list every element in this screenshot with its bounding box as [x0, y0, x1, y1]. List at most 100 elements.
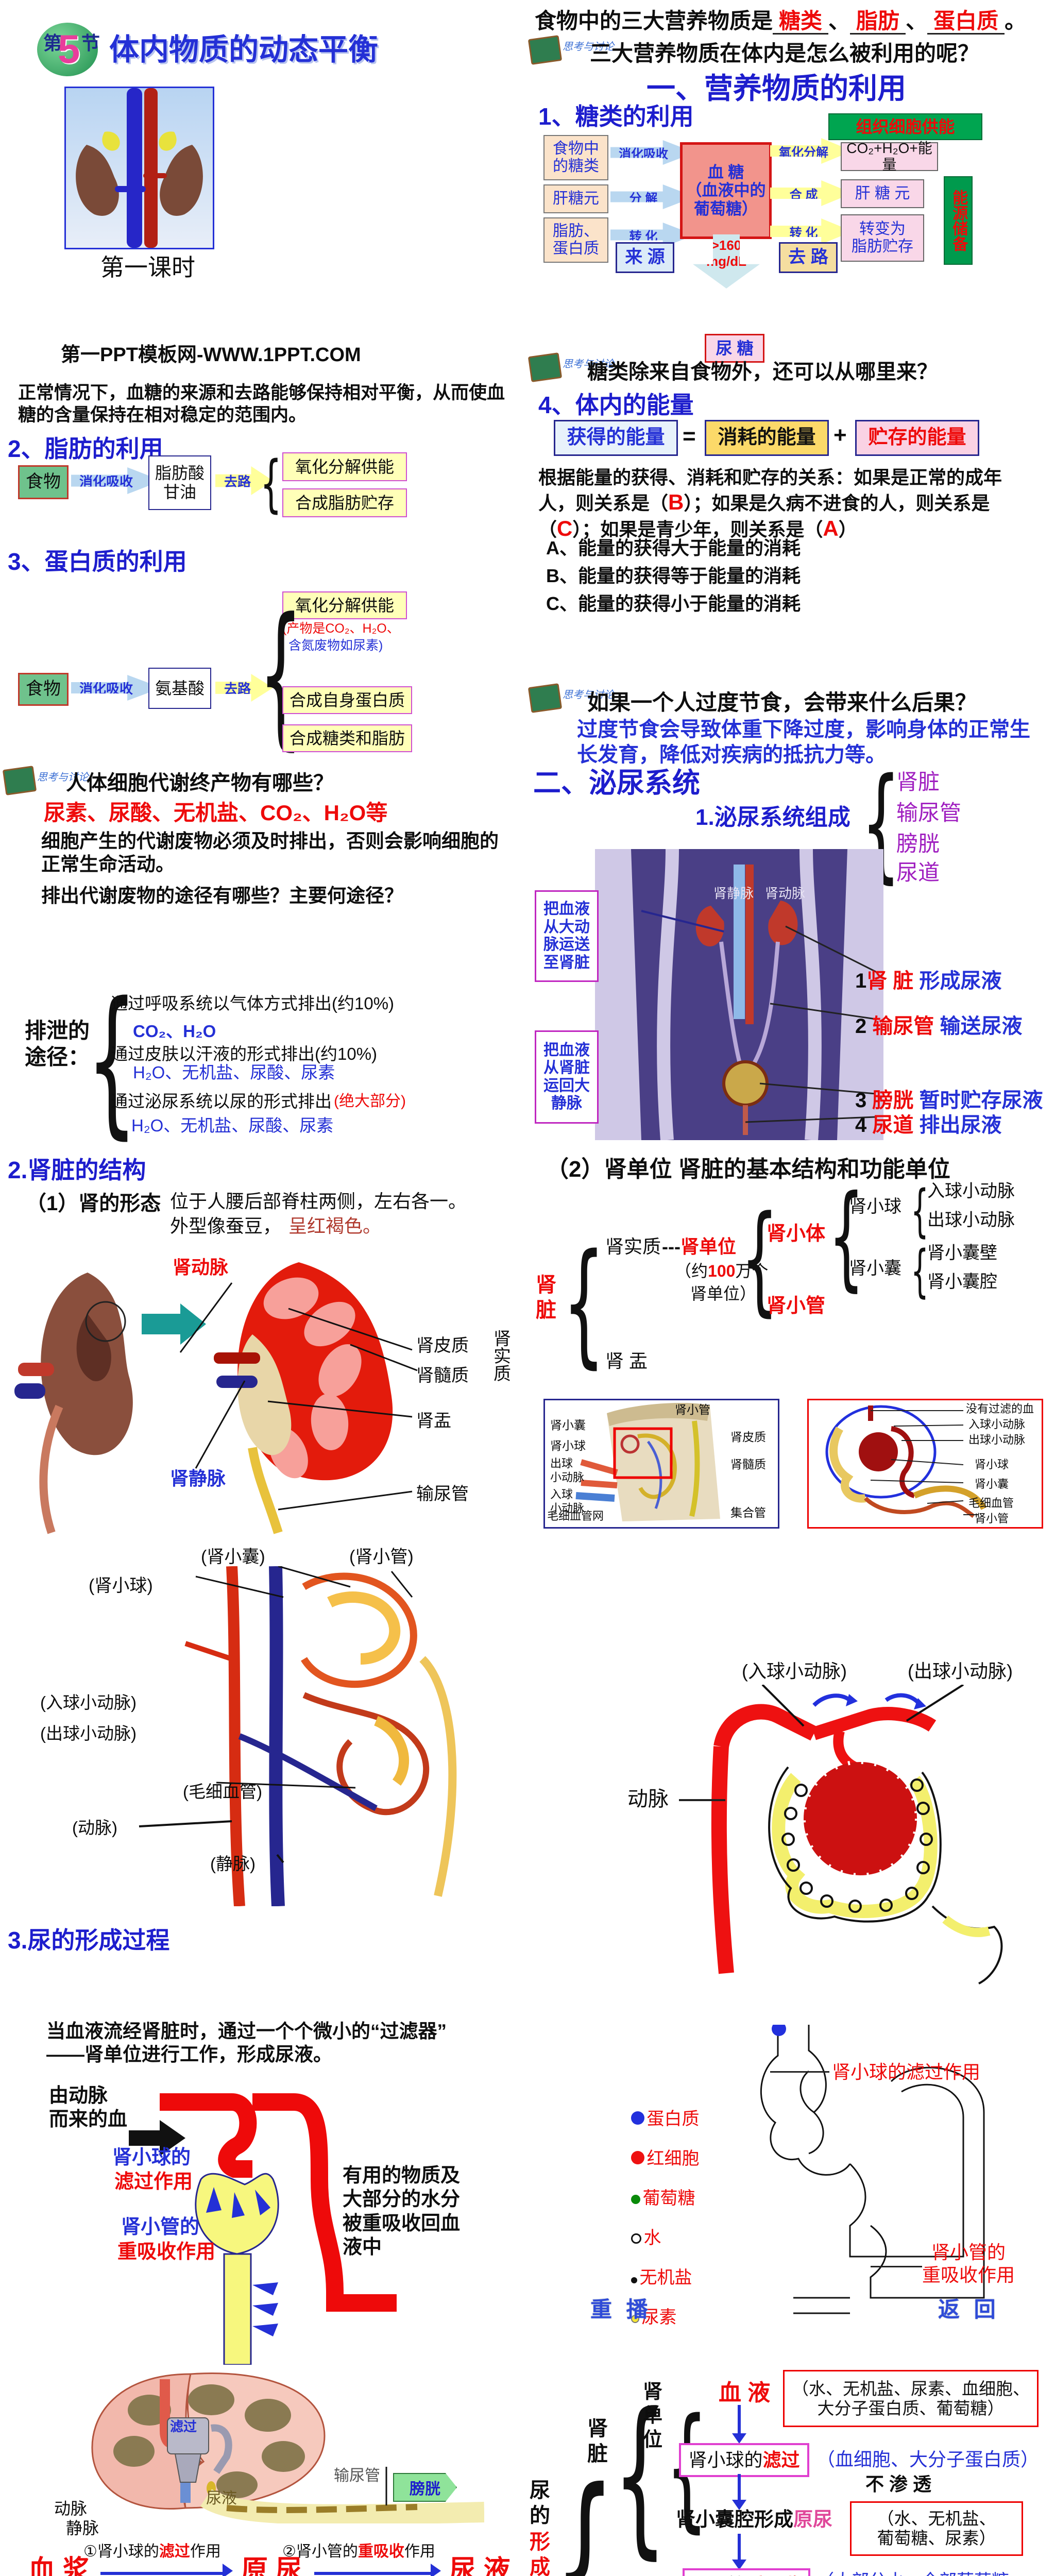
- animation-legend: 蛋白质 红细胞 葡萄糖 水 无机盐 尿素: [631, 2105, 699, 2328]
- protein-food-box: 食物: [18, 673, 69, 706]
- energy-gained-box: 获得的能量: [554, 420, 678, 456]
- compose-kidney: 肾脏: [896, 770, 940, 794]
- cortex-label: 肾皮质: [416, 1336, 469, 1355]
- blood-to-kidney-box: 把血液 从大动 脉运送 至肾脏: [535, 890, 599, 982]
- frame2-tubule: 肾小管: [975, 1512, 1009, 1525]
- sugar-arrow-convert-out: 转 化: [770, 218, 853, 244]
- fat-out1-box: 氧化分解供能: [282, 452, 407, 481]
- heading-urine-formation: 3.尿的形成过程: [8, 1927, 170, 1954]
- fat-mid-box: 脂肪酸 甘油: [148, 455, 211, 510]
- capsule-label: (肾小囊): [201, 1547, 265, 1567]
- cartoon-vein-label: 静脉: [66, 2519, 99, 2537]
- threshold-arrow: >160 mg/dL: [693, 234, 760, 289]
- energy-option-a: A、能量的获得大于能量的消耗: [546, 537, 801, 558]
- formation-kidney: 肾 脏: [587, 2417, 608, 2465]
- brace-decoration: [554, 2463, 616, 2576]
- excretion-route3-sub: H₂O、无机盐、尿酸、尿素: [131, 1116, 334, 1135]
- protein-out2-box: 合成自身蛋白质: [282, 686, 412, 714]
- frame1-aff: 入球 小动脉: [550, 1488, 585, 1515]
- sugar-out2-box: 肝 糖 元: [841, 179, 924, 208]
- excretion-route1: 通过呼吸系统以气体方式排出(约10%): [111, 994, 395, 1013]
- efferent-arteriole-label: (出球小动脉): [40, 1724, 137, 1743]
- hand-nephron-drawing: [685, 1684, 1015, 2014]
- frame2-caps: 肾小囊: [975, 1478, 1009, 1490]
- frame1-cortex: 肾皮质: [730, 1430, 766, 1444]
- kidney-filter-cartoon: [57, 2369, 485, 2525]
- renal-artery-label: 肾动脉: [173, 1257, 229, 1278]
- watermark: 第一PPT模板网-WWW.1PPT.COM: [61, 344, 361, 366]
- flow-primitive-urine: 原 尿: [241, 2555, 302, 2576]
- metab-question2: 排出代谢废物的途径有哪些？主要何途径？: [41, 885, 403, 906]
- tubule-label: (肾小管): [349, 1547, 414, 1567]
- formation-reab-note: （大部分水、全部葡萄糖、 部分无机盐）: [816, 2571, 1027, 2576]
- formation-reab-box: 肾小管重吸收: [683, 2568, 810, 2576]
- flow-down-arrow: [738, 2474, 741, 2500]
- frame2-aff: 入球小动脉: [968, 1418, 1026, 1431]
- frame1-caps: 肾小囊: [550, 1418, 586, 1432]
- hand-eff-label: (出球小动脉): [908, 1660, 1013, 1682]
- kidneys-photo: [64, 87, 214, 249]
- badge-number: 5: [58, 26, 80, 72]
- brace-decoration: [260, 453, 282, 515]
- cartoon-bladder-sign: 膀胱: [393, 2473, 457, 2502]
- tubule-reabsorption-label-blue: 肾小管的: [121, 2216, 200, 2238]
- afferent-arteriole-label: (入球小动脉): [40, 1693, 137, 1712]
- think-discuss-icon: 思考与讨论: [2, 766, 89, 795]
- unit-eff: 出球小动脉: [927, 1210, 1015, 1230]
- heading-nephron-unit: （2）肾单位 肾脏的基本结构和功能单位: [546, 1157, 950, 1182]
- unit-caps: 肾小囊: [849, 1259, 901, 1278]
- excretion-route2-sub: H₂O、无机盐、尿酸、尿素: [133, 1063, 335, 1082]
- flow-step1-label: ①肾小球的滤过作用: [83, 2543, 221, 2560]
- think3-question: 如果一个人过度节食，会带来什么后果？: [587, 690, 977, 715]
- organ2-label: 2 输尿管 输送尿液: [855, 1015, 1023, 1038]
- energy-option-c: C、能量的获得小于能量的消耗: [546, 593, 801, 614]
- glomerular-filtration-label-blue: 肾小球的: [112, 2147, 191, 2168]
- badge-post: 节: [81, 32, 100, 54]
- protein-mid-box: 氨基酸: [148, 668, 211, 709]
- kidney-shape-label: （1）肾的形态: [26, 1192, 161, 1215]
- frame1-eff: 出球 小动脉: [550, 1457, 585, 1484]
- section-badge: [37, 23, 98, 76]
- unit-capsw: 肾小囊壁: [927, 1243, 997, 1263]
- urinary-compose-label: 1.泌尿系统组成: [695, 805, 850, 830]
- energy-stored-box: 贮存的能量: [855, 420, 979, 456]
- formation-filter-note2: 不 渗 透: [865, 2473, 932, 2495]
- frame2-unfiltered: 没有过滤的血: [966, 1402, 1034, 1415]
- return-button[interactable]: 返 回: [935, 2292, 1003, 2324]
- formation-blood: 血 液: [719, 2380, 771, 2405]
- hand-aff-label: (入球小动脉): [742, 1660, 847, 1682]
- heading-sugar-use: 1、糖类的利用: [538, 103, 694, 130]
- blood-back-box: 把血液 从肾脏 运回大 静脉: [535, 1030, 599, 1124]
- think2-question: 糖类除来自食物外，还可以从哪里来？: [587, 361, 938, 383]
- energy-reserve-box: 能源储备: [944, 176, 973, 265]
- brace-decoration: [911, 1243, 929, 1299]
- sugar-source1-box: 食物中 的糖类: [543, 135, 608, 180]
- flow-arrowhead2: [431, 2564, 441, 2576]
- ureter-label: 输尿管: [416, 1484, 469, 1504]
- capillary-label: (毛细血管): [183, 1782, 262, 1801]
- protein-out1-box: 氧化分解供能: [282, 591, 407, 619]
- flow-down-arrowhead: [732, 2500, 746, 2510]
- formation-blood-box: （水、无机盐、尿素、血细胞、 大分子蛋白质、葡萄糖）: [783, 2370, 1039, 2427]
- sugar-out1-box: CO₂+H₂O+能量: [841, 140, 938, 173]
- unit-name: ---肾单位: [662, 1236, 736, 1257]
- blood-sugar-box: 血 糖 （血液中的 葡萄糖）: [680, 142, 772, 239]
- replay-button[interactable]: 重 播: [587, 2292, 655, 2324]
- flow-urine: 尿 液: [449, 2555, 511, 2576]
- formation-side-2: 形 成: [530, 2531, 550, 2576]
- excretion-route1-sub: CO₂、H₂O: [133, 1022, 216, 1041]
- fat-out2-box: 合成脂肪贮存: [282, 488, 407, 517]
- flow-arrow2: [314, 2572, 433, 2575]
- formation-unit: 肾 单 位: [643, 2381, 663, 2451]
- svg-text:肾动脉: 肾动脉: [765, 886, 805, 901]
- leader-line: [770, 2071, 829, 2073]
- tubule-reabsorption-label-red: 重吸收作用: [117, 2241, 216, 2263]
- flow-plasma: 血 浆: [28, 2555, 90, 2576]
- heading-nutrient-use: 一、营养物质的利用: [646, 72, 906, 105]
- metab-para: 细胞产生的代谢废物必须及时排出，否则会影响细胞的正常生命活动。: [41, 831, 499, 875]
- medulla-label: 肾髓质: [416, 1366, 469, 1385]
- protein-out1-note-blue: 含氮废物如尿素): [288, 638, 383, 653]
- formation-primitive-box: （水、无机盐、 葡萄糖、尿素）: [850, 2501, 1023, 2556]
- think-discuss-icon: 思考与讨论: [528, 683, 614, 713]
